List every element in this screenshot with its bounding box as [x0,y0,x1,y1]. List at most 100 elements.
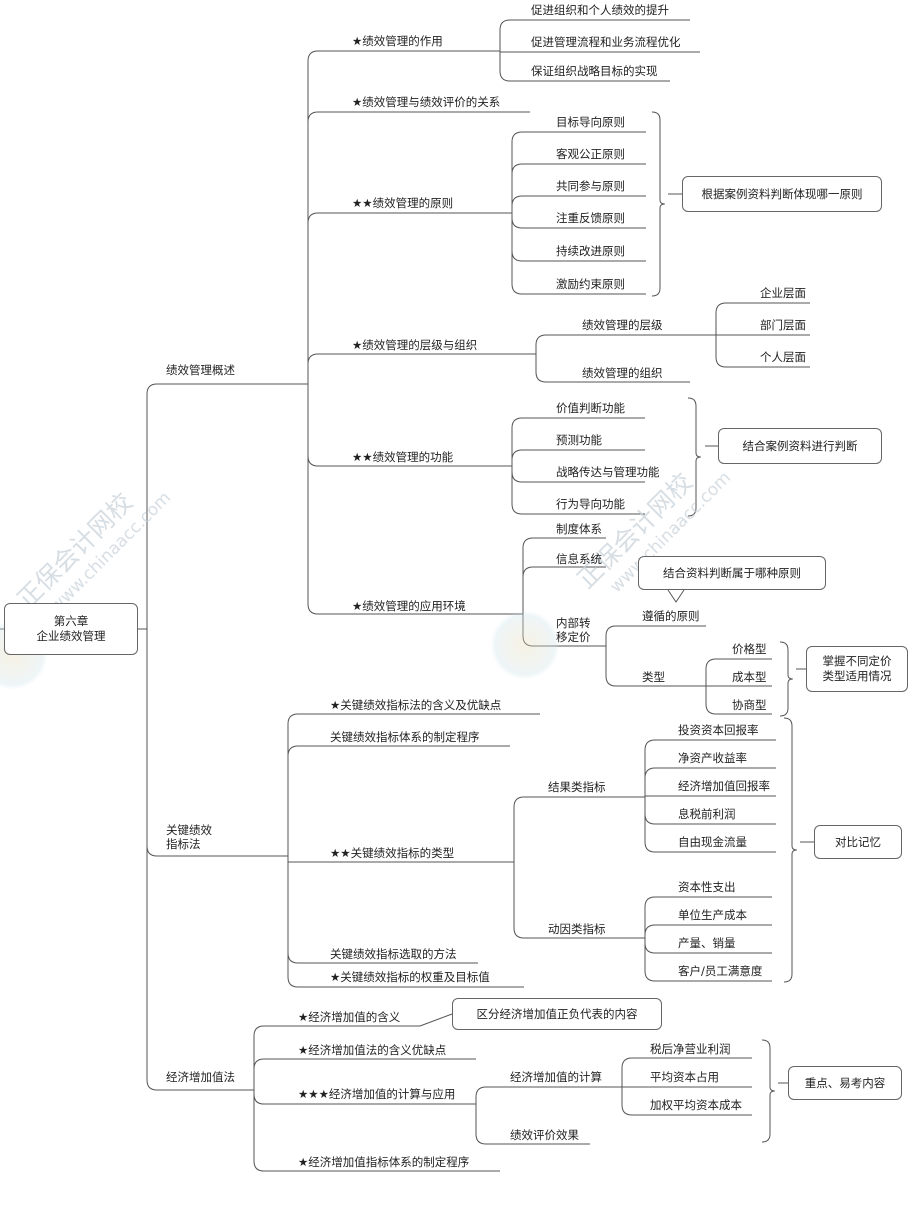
branch-driver [512,861,645,939]
type-child[interactable]: 价格型 [732,642,767,656]
transfer-principle-note[interactable]: 结合资料判断属于哪种原则 [638,556,826,590]
level-child[interactable]: 企业层面 [760,286,806,300]
principle-brace [651,111,665,297]
kpi-selection[interactable]: 关键绩效指标选取的方法 [330,947,457,961]
transfer-principle[interactable]: 遵循的原则 [642,609,700,623]
branch-level [535,334,690,354]
branch-driver-child-0 [644,896,772,938]
result-child[interactable]: 自由现金流量 [678,835,747,849]
level-child[interactable]: 个人层面 [760,350,806,364]
branch-principle-2 [478,195,646,214]
branch-function-1 [510,449,645,467]
principle-child[interactable]: 激励约束原则 [556,277,625,291]
result-child[interactable]: 投资资本回报率 [678,723,759,737]
branch-s2 [138,628,286,857]
transfer-type[interactable]: 类型 [642,670,665,684]
function-child[interactable]: 价值判断功能 [556,401,625,415]
branch-principle-0 [478,131,646,214]
driver-child[interactable]: 资本性支出 [678,880,736,894]
section-kpi-method[interactable]: 关键绩效 指标法 [166,823,212,851]
node-role[interactable]: ★绩效管理的作用 [352,34,443,48]
function-child[interactable]: 战略传达与管理功能 [556,465,660,479]
eva-calc-child[interactable]: 税后净营业利润 [650,1042,731,1056]
branch-function-0 [510,417,645,467]
eva-eval[interactable]: 绩效评价效果 [510,1128,579,1142]
node-functions[interactable]: ★★绩效管理的功能 [352,450,454,464]
levels-level[interactable]: 绩效管理的层级 [582,318,663,332]
eva-note[interactable]: 重点、易考内容 [788,1066,902,1100]
principle-child[interactable]: 共同参与原则 [556,179,625,193]
kpi-procedure[interactable]: 关键绩效指标体系的制定程序 [330,730,480,744]
eva-calc-app[interactable]: ★★★经济增加值的计算与应用 [298,1087,456,1101]
principle-child[interactable]: 注重反馈原则 [556,211,625,225]
eva-meaning[interactable]: ★经济增加值的含义 [298,1010,401,1024]
eva-calc-child[interactable]: 加权平均资本成本 [650,1098,742,1112]
function-child[interactable]: 预测功能 [556,433,602,447]
branch-result [512,796,645,863]
role-child[interactable]: 促进管理流程和业务流程优化 [531,35,681,49]
level-child[interactable]: 部门层面 [760,318,806,332]
eva-method[interactable]: ★经济增加值法的含义优缺点 [298,1043,447,1057]
branch-driver-child-3 [644,938,772,982]
branch-env-system [522,537,606,614]
kpi-types[interactable]: ★★关键绩效指标的类型 [330,846,455,860]
result-child[interactable]: 净资产收益率 [678,751,747,765]
branch-s3-item-1 [252,1058,476,1091]
branch-level-child-0 [690,302,810,336]
eva-calc[interactable]: 经济增加值的计算 [510,1070,602,1084]
kpi-note[interactable]: 对比记忆 [814,825,902,859]
type-child[interactable]: 成本型 [732,670,767,684]
types-brace [779,641,793,717]
branch-transfer-type [605,646,706,687]
node-levels-org[interactable]: ★绩效管理的层级与组织 [352,338,478,352]
driver-child[interactable]: 客户/员工满意度 [678,964,763,978]
branch-s1-item-5 [306,383,523,615]
principle-note[interactable]: 根据案例资料判断体现哪一原则 [682,176,882,212]
branch-role-1 [499,51,700,53]
driver-child[interactable]: 单位生产成本 [678,908,747,922]
principle-child[interactable]: 客观公正原则 [556,147,625,161]
result-child[interactable]: 经济增加值回报率 [678,779,770,793]
branch-s2-item-1 [286,745,510,857]
driver-child[interactable]: 产量、销量 [678,936,736,950]
levels-org[interactable]: 绩效管理的组织 [582,366,663,380]
principle-child[interactable]: 持续改进原则 [556,244,625,258]
branch-s1-item-0 [306,50,500,385]
section-eva-method[interactable]: 经济增加值法 [166,1070,235,1084]
env-info[interactable]: 信息系统 [556,552,602,566]
kpi-result[interactable]: 结果类指标 [548,780,606,794]
root-node[interactable]: 第六章 企业绩效管理 [4,603,138,655]
types-note[interactable]: 掌握不同定价 类型适用情况 [806,646,908,692]
env-transfer[interactable]: 内部转 移定价 [556,616,591,644]
kpi-driver[interactable]: 动因类指标 [548,922,606,936]
node-principles[interactable]: ★★绩效管理的原则 [352,196,454,210]
function-note[interactable]: 结合案例资料进行判断 [718,428,882,464]
branch-type-0 [705,658,772,686]
function-brace [687,397,701,517]
branch-s3-item-3 [252,1089,500,1172]
eva-system[interactable]: ★经济增加值指标体系的制定程序 [298,1155,470,1169]
role-child[interactable]: 促进组织和个人绩效的提升 [531,3,669,17]
node-environment[interactable]: ★绩效管理的应用环境 [352,599,466,613]
kpi-weight[interactable]: ★关键绩效指标的权重及目标值 [330,970,490,984]
type-child[interactable]: 协商型 [732,698,767,712]
eva-calc-child[interactable]: 平均资本占用 [650,1070,719,1084]
principle-child[interactable]: 目标导向原则 [556,115,625,129]
eva-meaning-note[interactable]: 区分经济增加值正负代表的内容 [452,998,662,1030]
env-system[interactable]: 制度体系 [556,522,602,536]
branch-function-3 [510,465,645,515]
branch-env-info [522,566,606,614]
branch-s1-item-1 [306,111,530,385]
result-child[interactable]: 息税前利润 [678,807,736,821]
function-child[interactable]: 行为导向功能 [556,497,625,511]
branch-result-child-1 [644,767,776,797]
branch-s3-item-0 [252,1025,420,1091]
node-relation[interactable]: ★绩效管理与绩效评价的关系 [352,95,501,109]
eva-brace [761,1039,775,1143]
branch-s3 [138,628,252,1091]
branch-principle-5 [478,212,646,295]
section-performance-overview[interactable]: 绩效管理概述 [166,363,235,377]
kpi-meaning[interactable]: ★关键绩效指标法的含义及优缺点 [330,698,502,712]
role-child[interactable]: 保证组织战略目标的实现 [531,64,658,78]
